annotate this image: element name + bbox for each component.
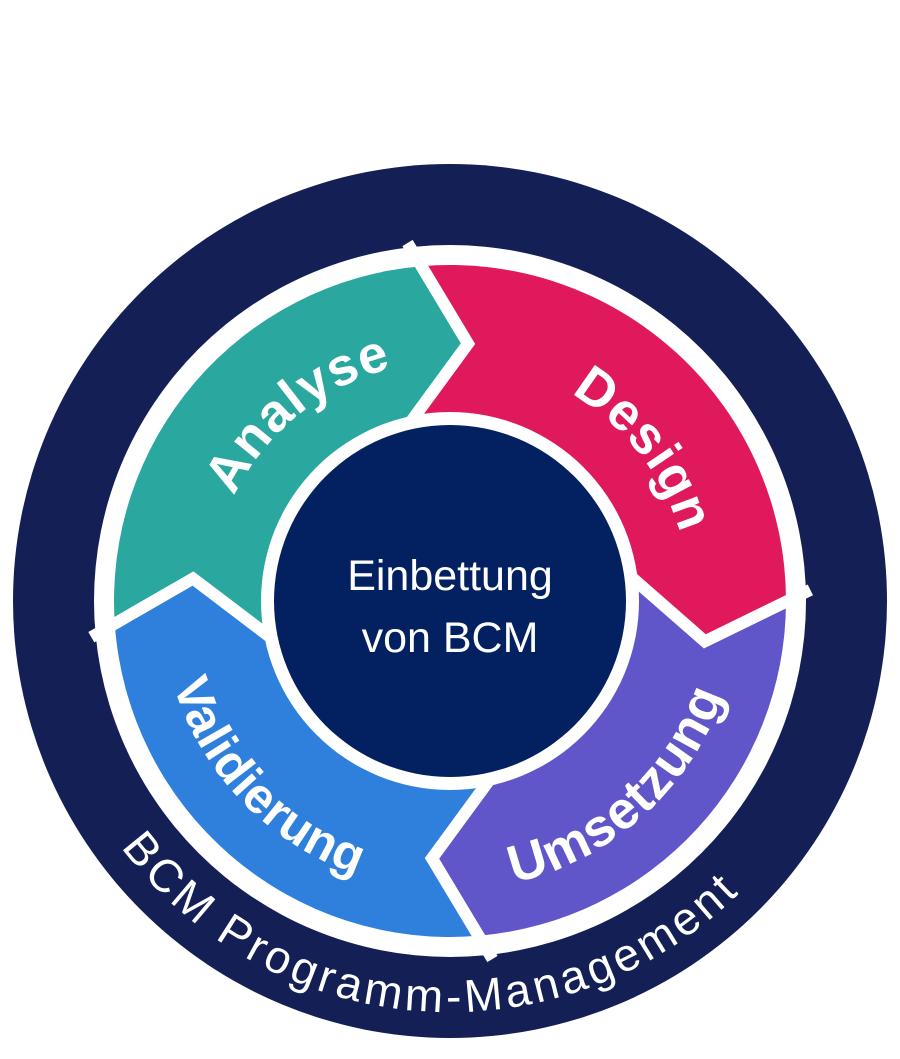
center-circle [274, 425, 626, 777]
center-text-line1: Einbettung [347, 552, 553, 600]
divider-analyse-design [393, 239, 476, 443]
divider-validierung-analyse [88, 571, 291, 655]
divider-umsetzung-validierung [424, 759, 507, 963]
segment-validierung [114, 578, 488, 938]
divider-design-umsetzung [611, 559, 813, 649]
center-text-line2: von BCM [362, 614, 539, 662]
segment-analyse [114, 266, 468, 636]
segment-umsetzung [432, 579, 786, 936]
segment-design [412, 264, 787, 642]
